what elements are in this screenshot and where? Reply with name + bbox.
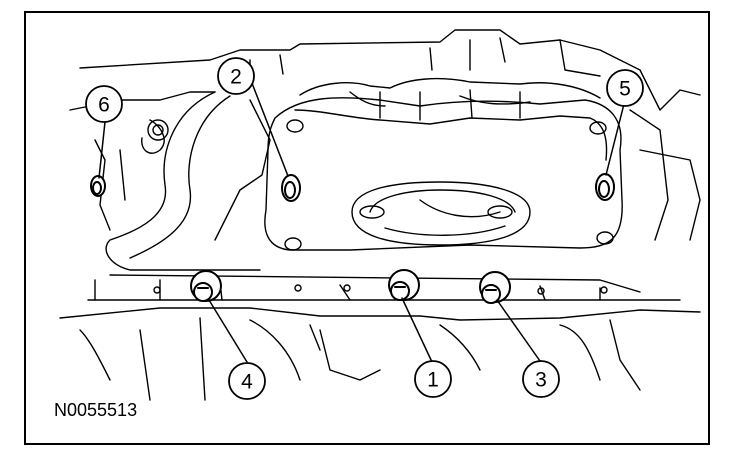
callout-5-label: 5 (619, 78, 631, 101)
bolt-1 (388, 269, 420, 301)
callout-1: 1 (414, 360, 452, 398)
bolt-2 (281, 174, 301, 202)
callout-4: 4 (228, 362, 266, 400)
leader-lines (98, 77, 625, 363)
bolt-6 (90, 175, 106, 197)
bolt-5 (595, 173, 615, 201)
callout-6: 6 (85, 85, 123, 123)
figure-border (24, 11, 710, 445)
bolt-3 (479, 271, 511, 304)
callout-1-label: 1 (427, 369, 439, 392)
figure-id: N0055513 (54, 400, 138, 420)
callout-3-label: 3 (535, 369, 547, 392)
callout-2: 2 (217, 57, 255, 95)
callout-5: 5 (606, 69, 644, 107)
callout-4-label: 4 (241, 371, 253, 394)
bolt-4 (190, 270, 222, 302)
callout-3: 3 (522, 360, 560, 398)
callout-6-label: 6 (98, 94, 110, 117)
engine-illustration (59, 29, 701, 401)
callout-2-label: 2 (230, 66, 242, 89)
